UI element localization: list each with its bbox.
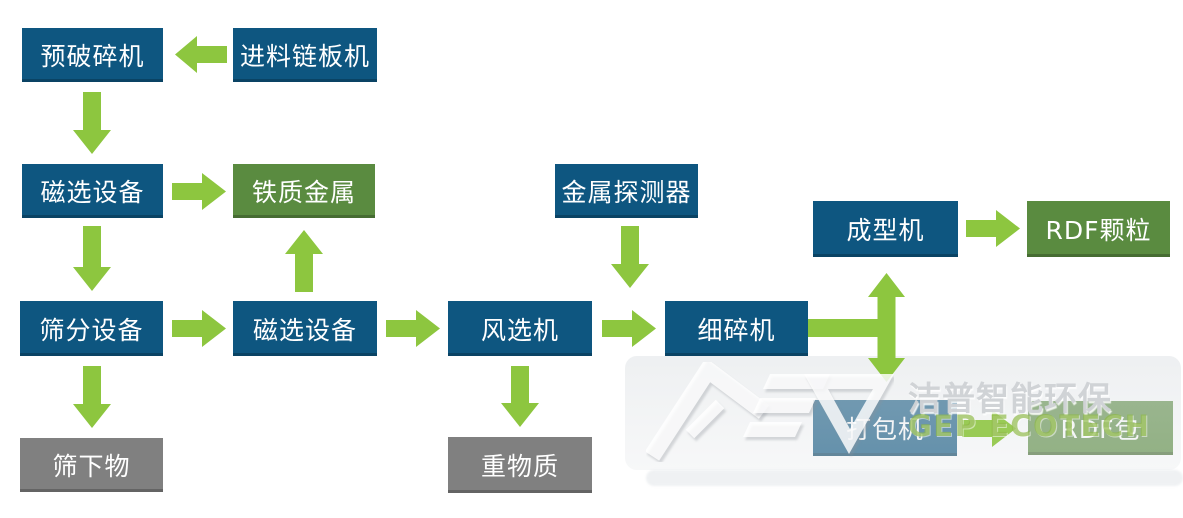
connector-finecrusher-branch bbox=[808, 319, 890, 337]
arrow-screening-down-undersize bbox=[73, 366, 111, 428]
node-undersize-material: 筛下物 bbox=[20, 438, 163, 492]
arrow-precrusher-down bbox=[73, 92, 111, 154]
node-pre-crusher: 预破碎机 bbox=[22, 28, 163, 82]
arrow-metaldetector-down bbox=[611, 226, 649, 288]
watermark-brand-cn: 洁普智能环保 bbox=[908, 379, 1112, 418]
watermark-panel-shadow bbox=[646, 470, 1183, 486]
arrow-screening-to-magsep2 bbox=[172, 310, 226, 347]
arrow-magsep2-up-ferrous bbox=[285, 230, 323, 292]
node-ferrous-metal: 铁质金属 bbox=[233, 164, 375, 218]
node-fine-crusher: 细碎机 bbox=[665, 301, 808, 356]
arrow-branch-up-down bbox=[868, 273, 905, 382]
watermark-brand-en: GEP ECOTECH bbox=[908, 409, 1151, 443]
node-screening-equipment: 筛分设备 bbox=[20, 301, 163, 356]
arrow-former-to-pellets bbox=[966, 210, 1020, 247]
gep-logo-icon bbox=[646, 362, 894, 461]
node-heavy-material: 重物质 bbox=[448, 437, 592, 493]
node-air-separator: 风选机 bbox=[448, 301, 592, 356]
arrow-airsep-to-finecrusher bbox=[602, 310, 656, 347]
arrow-magsep2-to-airsep bbox=[386, 310, 440, 347]
arrow-baler-to-bales bbox=[962, 410, 1016, 447]
arrow-magsep1-down bbox=[73, 226, 111, 291]
node-metal-detector: 金属探测器 bbox=[555, 164, 698, 218]
arrow-airsep-down-heavy bbox=[501, 366, 539, 427]
node-rdf-pellets: RDF颗粒 bbox=[1027, 201, 1170, 257]
arrow-magsep1-to-ferrous bbox=[172, 173, 226, 210]
node-forming-machine: 成型机 bbox=[813, 201, 958, 257]
node-feed-conveyor: 进料链板机 bbox=[233, 28, 377, 82]
node-magnetic-separator-1: 磁选设备 bbox=[22, 164, 163, 218]
arrow-feed-to-precrusher-left bbox=[175, 36, 227, 73]
node-magnetic-separator-2: 磁选设备 bbox=[233, 301, 377, 356]
